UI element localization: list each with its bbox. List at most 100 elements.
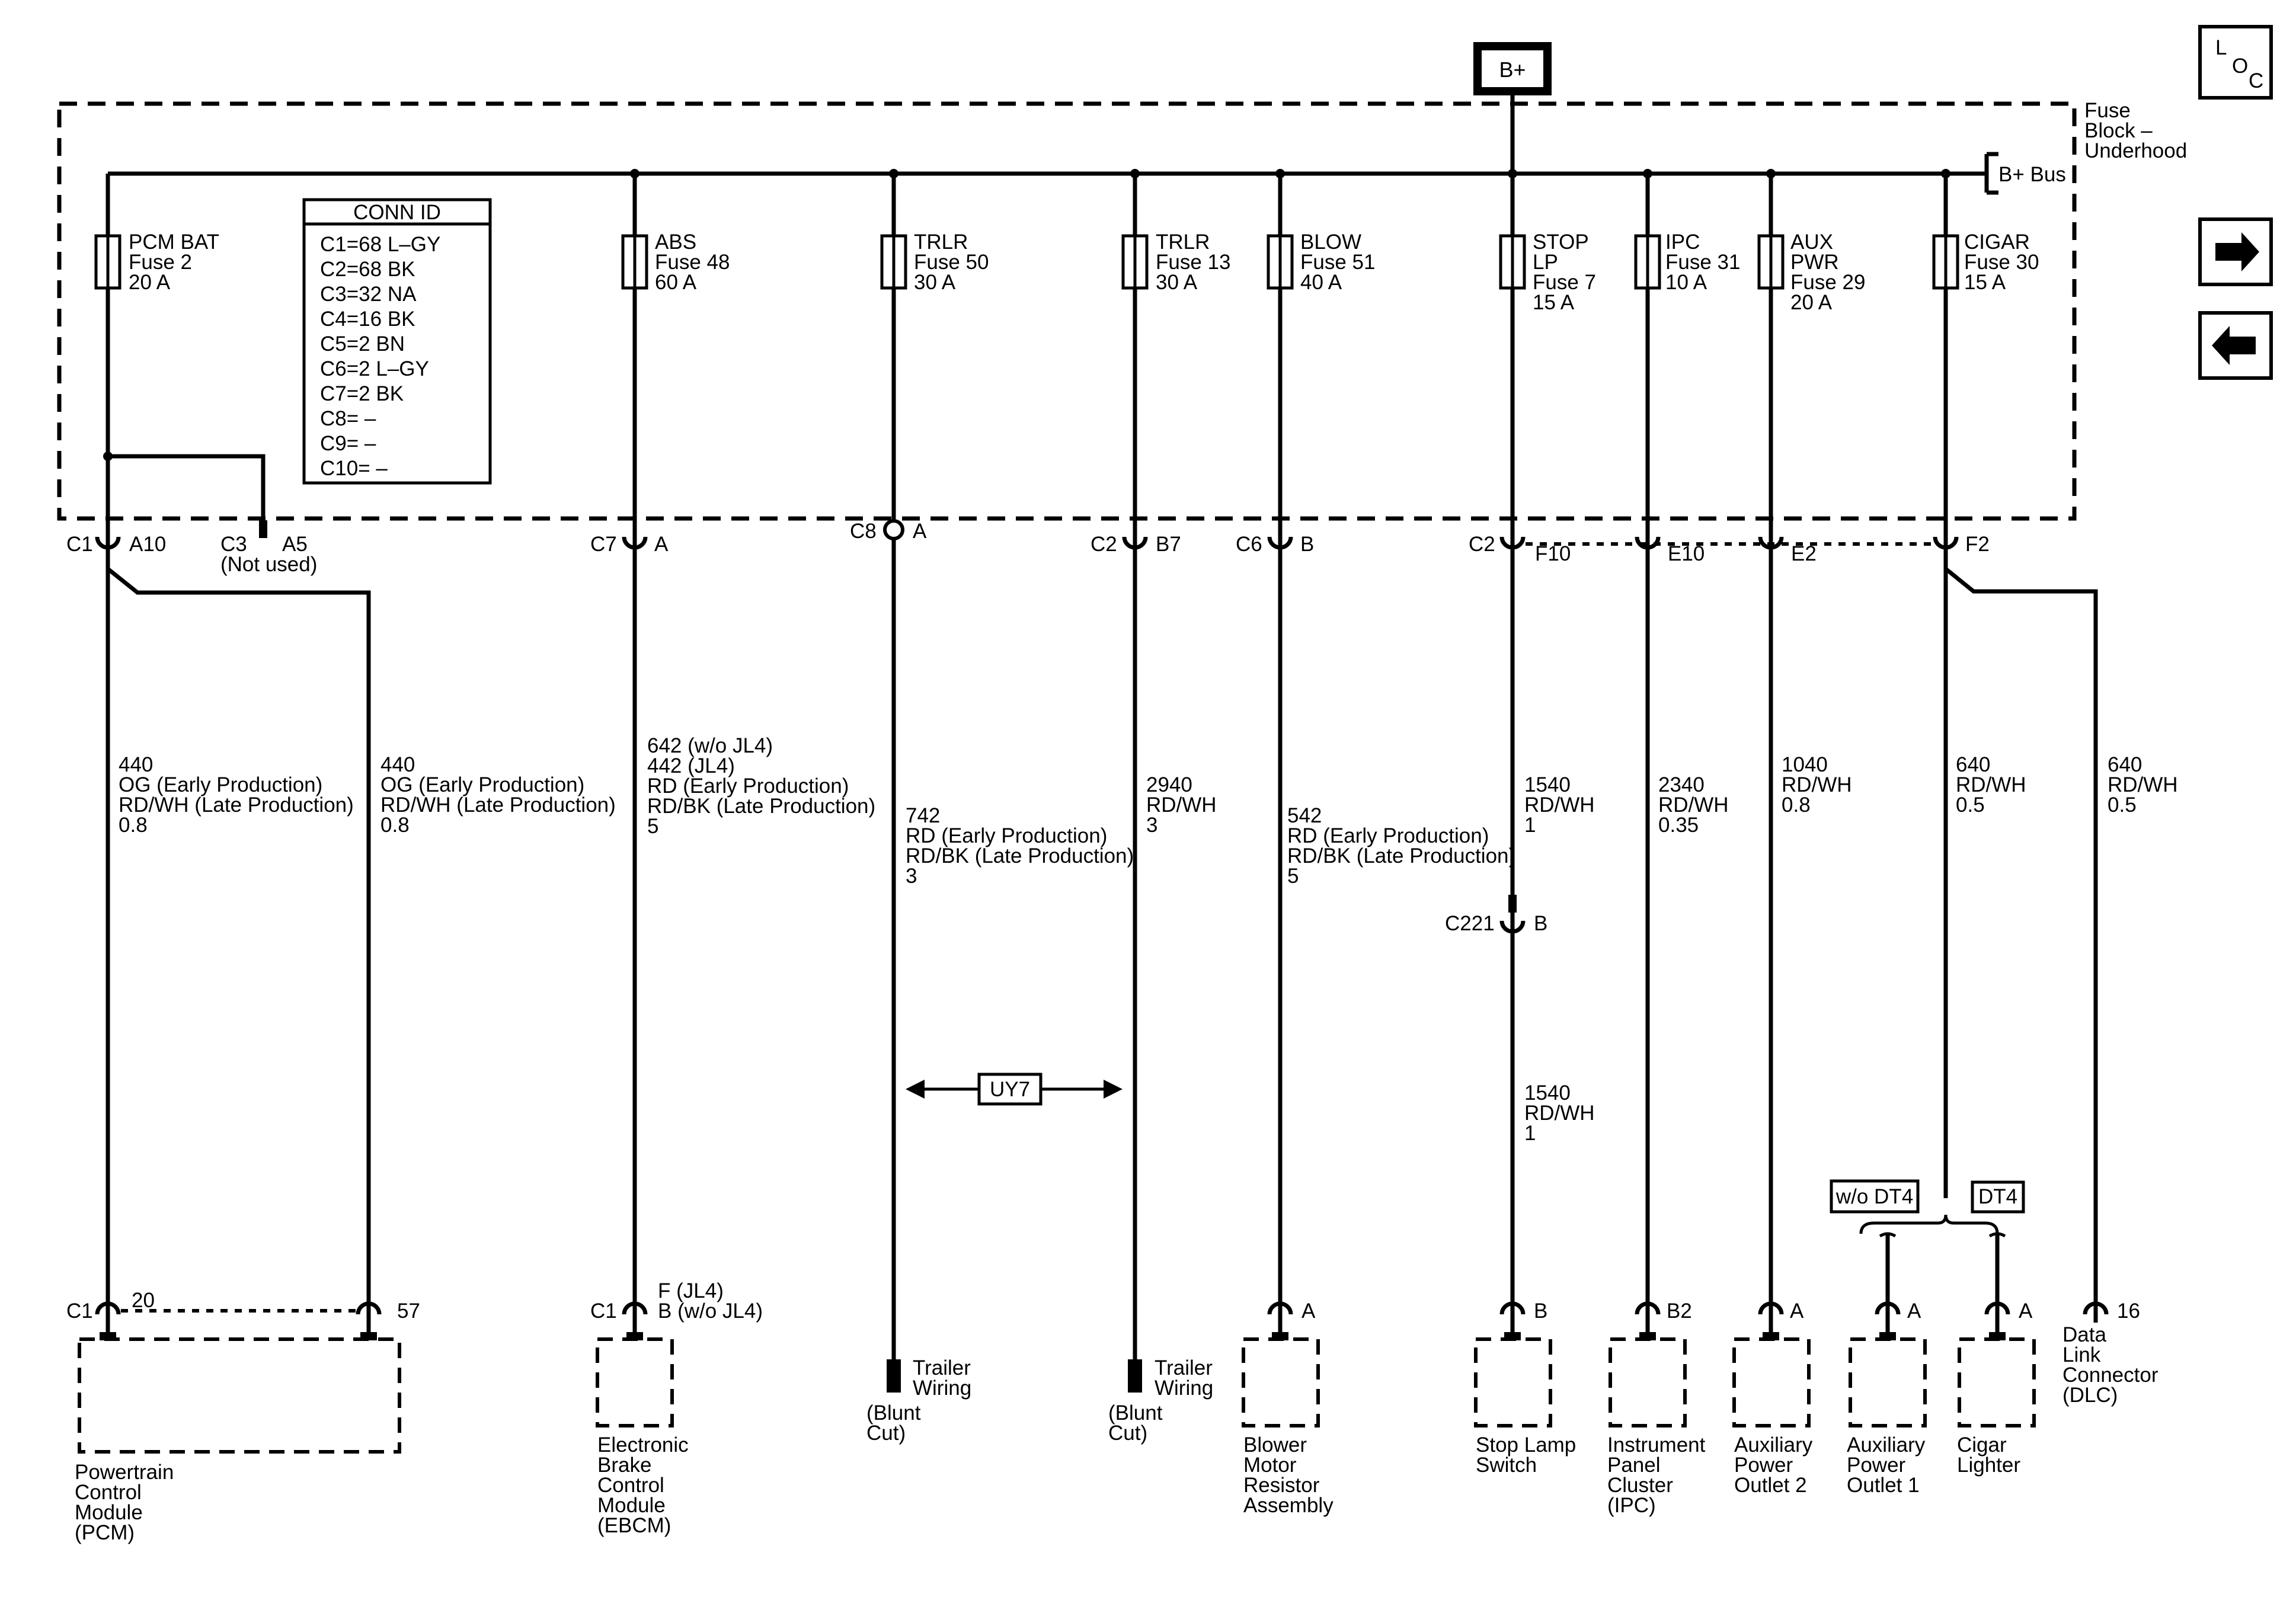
svg-text:B: B bbox=[1300, 533, 1314, 556]
svg-text:15 A: 15 A bbox=[1533, 291, 1575, 314]
svg-text:440: 440 bbox=[119, 753, 153, 776]
svg-text:B+ Bus: B+ Bus bbox=[1998, 163, 2066, 186]
svg-text:Power: Power bbox=[1734, 1454, 1793, 1477]
svg-text:LP: LP bbox=[1533, 251, 1558, 274]
svg-text:Underhood: Underhood bbox=[2084, 139, 2187, 162]
previous-page-button[interactable] bbox=[2198, 311, 2273, 380]
svg-text:640: 640 bbox=[2108, 753, 2142, 776]
fuse-branches bbox=[103, 169, 1950, 529]
svg-text:CONN ID: CONN ID bbox=[353, 201, 441, 224]
svg-text:Fuse 31: Fuse 31 bbox=[1665, 251, 1740, 274]
harness-wires bbox=[105, 539, 2098, 1359]
option-uy7: UY7 bbox=[906, 1073, 1123, 1106]
conn-id-row: C3=32 NA bbox=[320, 283, 417, 306]
svg-text:Fuse 13: Fuse 13 bbox=[1156, 251, 1230, 274]
conn-id-row: C7=2 BK bbox=[320, 382, 404, 405]
svg-text:RD/WH: RD/WH bbox=[1524, 1102, 1595, 1125]
svg-text:Module: Module bbox=[597, 1494, 666, 1517]
svg-text:A: A bbox=[2019, 1299, 2033, 1323]
svg-text:UY7: UY7 bbox=[990, 1078, 1030, 1101]
svg-text:IPC: IPC bbox=[1665, 231, 1700, 254]
svg-text:C6: C6 bbox=[1236, 533, 1262, 556]
svg-text:Module: Module bbox=[75, 1501, 143, 1524]
svg-text:AUX: AUX bbox=[1790, 231, 1833, 254]
arrow-left-icon bbox=[2212, 326, 2256, 365]
svg-text:2940: 2940 bbox=[1146, 773, 1192, 796]
svg-text:3: 3 bbox=[906, 865, 917, 888]
svg-text:Instrument: Instrument bbox=[1607, 1433, 1706, 1457]
svg-text:2340: 2340 bbox=[1658, 773, 1705, 796]
svg-text:RD/WH (Late Production): RD/WH (Late Production) bbox=[119, 793, 354, 817]
fuse-block-underhood: Fuse Block – Underhood B+ Bus bbox=[57, 99, 2187, 521]
svg-text:RD/WH: RD/WH bbox=[1956, 773, 2026, 796]
svg-text:Outlet 1: Outlet 1 bbox=[1847, 1474, 1920, 1497]
svg-text:(DLC): (DLC) bbox=[2062, 1384, 2118, 1407]
svg-text:30 A: 30 A bbox=[914, 271, 956, 294]
svg-text:Fuse 30: Fuse 30 bbox=[1964, 251, 2039, 274]
svg-text:Block –: Block – bbox=[2084, 119, 2153, 142]
svg-text:20: 20 bbox=[132, 1289, 155, 1312]
conn-id-row: C4=16 BK bbox=[320, 308, 415, 331]
svg-text:B7: B7 bbox=[1156, 533, 1181, 556]
svg-text:(Not used): (Not used) bbox=[220, 553, 317, 576]
next-page-button[interactable] bbox=[2198, 217, 2273, 286]
svg-text:1540: 1540 bbox=[1524, 773, 1571, 796]
svg-text:Fuse 51: Fuse 51 bbox=[1300, 251, 1375, 274]
svg-text:Data: Data bbox=[2062, 1323, 2106, 1346]
svg-text:Cut): Cut) bbox=[866, 1422, 906, 1445]
svg-text:1: 1 bbox=[1524, 814, 1536, 837]
svg-text:442 (JL4): 442 (JL4) bbox=[647, 754, 735, 777]
svg-text:642 (w/o JL4): 642 (w/o JL4) bbox=[647, 734, 773, 757]
conn-id-row: C1=68 L–GY bbox=[320, 233, 440, 256]
svg-text:30 A: 30 A bbox=[1156, 271, 1198, 294]
svg-text:57: 57 bbox=[397, 1299, 420, 1323]
wire-label-ebcm: 642 (w/o JL4)442 (JL4)RD (Early Producti… bbox=[647, 734, 875, 838]
arrow-right-icon bbox=[2215, 232, 2259, 271]
svg-text:B (w/o JL4): B (w/o JL4) bbox=[658, 1299, 763, 1323]
loc-button[interactable]: L O C bbox=[2198, 25, 2273, 100]
svg-text:Control: Control bbox=[597, 1474, 664, 1497]
svg-text:742: 742 bbox=[906, 804, 940, 827]
svg-text:A: A bbox=[1790, 1299, 1804, 1323]
svg-text:Switch: Switch bbox=[1476, 1454, 1537, 1477]
svg-text:RD/BK (Late Production): RD/BK (Late Production) bbox=[906, 844, 1134, 868]
svg-text:Fuse 29: Fuse 29 bbox=[1790, 271, 1865, 294]
svg-text:DT4: DT4 bbox=[1978, 1185, 2017, 1208]
svg-text:RD/WH: RD/WH bbox=[2108, 773, 2178, 796]
svg-text:1: 1 bbox=[1524, 1122, 1536, 1145]
svg-text:PCM BAT: PCM BAT bbox=[129, 231, 219, 254]
svg-text:L: L bbox=[2215, 36, 2227, 59]
svg-text:Fuse: Fuse bbox=[2084, 99, 2131, 122]
svg-text:F2: F2 bbox=[1965, 533, 1990, 556]
svg-text:440: 440 bbox=[380, 753, 415, 776]
svg-text:C8: C8 bbox=[850, 520, 877, 543]
svg-text:Electronic: Electronic bbox=[597, 1433, 689, 1457]
svg-text:F10: F10 bbox=[1535, 542, 1571, 565]
svg-text:Resistor: Resistor bbox=[1243, 1474, 1320, 1497]
svg-text:1540: 1540 bbox=[1524, 1081, 1571, 1105]
svg-text:3: 3 bbox=[1146, 814, 1157, 837]
svg-text:15 A: 15 A bbox=[1964, 271, 2006, 294]
svg-text:Outlet 2: Outlet 2 bbox=[1734, 1474, 1807, 1497]
svg-text:Panel: Panel bbox=[1607, 1454, 1661, 1477]
svg-text:TRLR: TRLR bbox=[914, 231, 968, 254]
svg-text:A10: A10 bbox=[129, 533, 166, 556]
svg-text:Trailer: Trailer bbox=[1155, 1356, 1213, 1379]
svg-text:20 A: 20 A bbox=[129, 271, 171, 294]
svg-text:0.8: 0.8 bbox=[1782, 793, 1811, 817]
